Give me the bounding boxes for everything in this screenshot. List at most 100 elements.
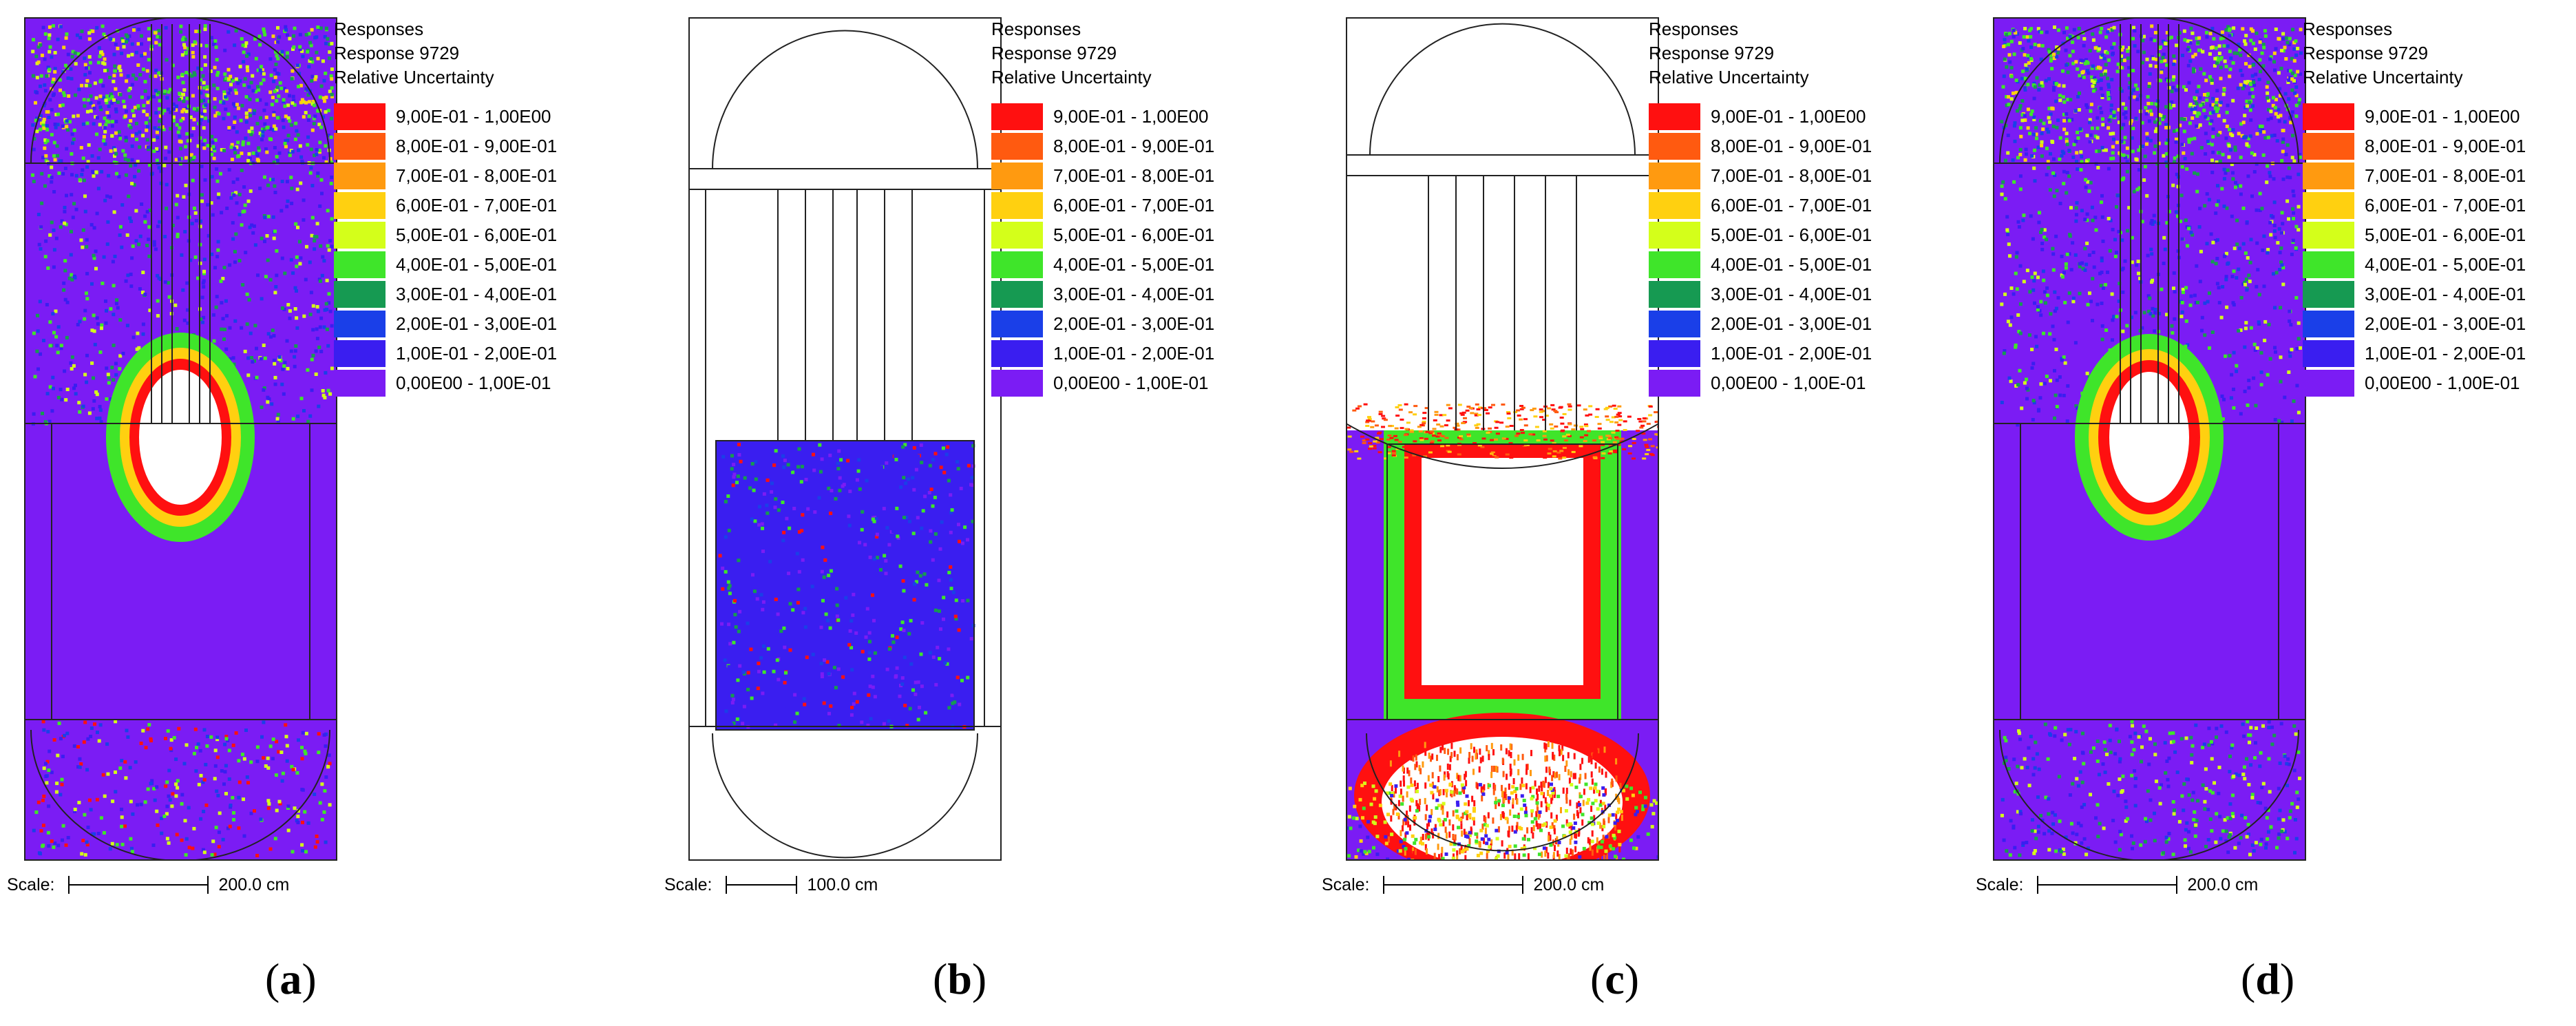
noise-cell <box>871 593 874 597</box>
noise-cell <box>1570 824 1573 830</box>
noise-cell <box>2078 91 2081 95</box>
noise-cell <box>134 209 138 213</box>
noise-cell <box>943 661 947 665</box>
noise-cell <box>2279 114 2283 118</box>
noise-cell <box>1616 443 1621 446</box>
noise-cell <box>1544 797 1547 804</box>
noise-cell <box>243 203 247 207</box>
noise-cell <box>253 324 257 328</box>
noise-cell <box>1378 410 1383 413</box>
noise-cell <box>307 65 311 69</box>
noise-cell <box>272 124 276 128</box>
noise-cell <box>1432 793 1435 799</box>
noise-cell <box>35 349 39 353</box>
noise-cell <box>59 346 63 350</box>
noise-cell <box>123 105 127 109</box>
noise-cell <box>1446 791 1448 797</box>
noise-cell <box>819 662 823 666</box>
noise-cell <box>153 798 157 802</box>
noise-cell <box>903 704 907 708</box>
noise-cell <box>1349 826 1353 830</box>
noise-cell <box>2298 155 2302 159</box>
noise-cell <box>2231 177 2235 181</box>
noise-cell <box>156 136 160 140</box>
noise-cell <box>1393 435 1397 437</box>
noise-cell <box>249 132 253 136</box>
noise-cell <box>251 231 255 235</box>
legend-swatch <box>1649 192 1700 219</box>
noise-cell <box>1599 854 1602 860</box>
legend-header-2: Response 9729 <box>1649 43 1775 63</box>
noise-cell <box>1604 849 1608 853</box>
noise-cell <box>1424 407 1429 410</box>
noise-cell <box>951 701 955 705</box>
noise-cell <box>202 315 206 320</box>
noise-cell <box>1523 439 1528 442</box>
noise-cell <box>204 103 208 107</box>
noise-cell <box>209 36 213 40</box>
noise-cell <box>286 33 289 37</box>
noise-cell <box>181 81 185 85</box>
noise-cell <box>1456 754 1459 761</box>
noise-cell <box>1385 791 1389 795</box>
noise-cell <box>309 57 313 61</box>
noise-cell <box>263 356 267 360</box>
noise-cell <box>310 184 315 188</box>
noise-cell <box>1490 839 1493 846</box>
noise-cell <box>2231 98 2235 103</box>
noise-cell <box>2009 97 2014 101</box>
legend-swatch <box>334 340 386 367</box>
noise-cell <box>61 755 65 759</box>
noise-cell <box>113 154 116 158</box>
noise-cell <box>2293 91 2297 95</box>
noise-cell <box>225 207 229 210</box>
scale-bar <box>726 876 798 894</box>
noise-cell <box>1362 439 1366 442</box>
noise-cell <box>2174 88 2178 92</box>
noise-cell <box>2193 111 2197 114</box>
noise-cell <box>59 793 63 797</box>
noise-cell <box>60 782 64 786</box>
noise-cell <box>62 281 66 285</box>
noise-cell <box>96 322 100 326</box>
noise-cell <box>2235 242 2239 247</box>
noise-cell <box>167 841 171 845</box>
noise-cell <box>1600 839 1604 844</box>
noise-cell <box>1564 809 1568 813</box>
noise-cell <box>2287 217 2290 221</box>
noise-cell <box>248 225 252 229</box>
noise-cell <box>276 25 279 30</box>
noise-cell <box>227 91 231 95</box>
noise-cell <box>60 397 63 401</box>
noise-cell <box>2160 287 2164 291</box>
noise-cell <box>87 411 92 415</box>
noise-cell <box>2223 59 2227 63</box>
noise-cell <box>2088 121 2091 125</box>
noise-cell <box>2241 27 2245 31</box>
noise-cell <box>2029 27 2034 31</box>
noise-cell <box>2170 90 2174 94</box>
noise-cell <box>286 806 290 810</box>
noise-cell <box>2294 114 2299 118</box>
noise-cell <box>848 629 852 633</box>
noise-cell <box>1522 853 1526 857</box>
noise-cell <box>264 764 268 768</box>
noise-cell <box>2186 45 2190 50</box>
noise-cell <box>215 58 219 62</box>
noise-cell <box>215 737 220 742</box>
noise-cell <box>69 361 73 365</box>
noise-cell <box>1648 414 1653 417</box>
noise-cell <box>311 304 315 308</box>
legend-header-2: Response 9729 <box>334 43 460 63</box>
noise-cell <box>238 79 242 83</box>
noise-cell <box>1478 841 1481 848</box>
noise-cell <box>1421 841 1424 846</box>
noise-cell <box>2206 139 2210 143</box>
noise-cell <box>141 729 145 733</box>
noise-cell <box>247 297 251 302</box>
noise-cell <box>82 178 86 182</box>
noise-cell <box>2153 120 2157 124</box>
legend-label: 8,00E-01 - 9,00E-01 <box>1711 136 1872 156</box>
noise-cell <box>1620 437 1625 440</box>
noise-cell <box>2236 86 2240 90</box>
